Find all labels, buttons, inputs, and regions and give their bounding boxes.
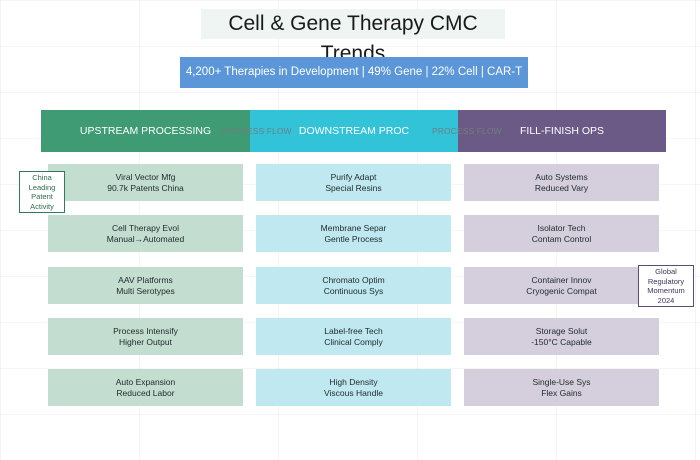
card-subtitle: Reduced Vary: [534, 182, 589, 193]
header-upstream: UPSTREAM PROCESSING: [41, 110, 250, 152]
callout-line: China Leading: [28, 173, 56, 192]
card-title: High Density: [329, 376, 378, 387]
card-title: Process Intensify: [113, 325, 178, 336]
card-subtitle: Higher Output: [119, 336, 172, 347]
card-title: Label-free Tech: [324, 325, 383, 336]
card-subtitle: Manual→Automated: [106, 233, 185, 244]
header-downstream: DOWNSTREAM PROC: [250, 110, 458, 152]
callout-line: Global Regulatory: [647, 267, 685, 286]
card-title: Viral Vector Mfg: [115, 171, 176, 182]
fill-finish-card: Storage Solut -150°C Capable: [464, 318, 659, 355]
card-subtitle: Special Resins: [325, 182, 382, 193]
card-title: Purify Adapt: [330, 171, 377, 182]
upstream-card: AAV Platforms Multi Serotypes: [48, 267, 243, 304]
card-title: Storage Solut: [535, 325, 588, 336]
header-fill-finish: FILL-FINISH OPS: [458, 110, 666, 152]
downstream-card: Label-free Tech Clinical Comply: [256, 318, 451, 355]
card-subtitle: -150°C Capable: [531, 336, 592, 347]
fill-finish-card: Auto Systems Reduced Vary: [464, 164, 659, 201]
card-title: Chromato Optim: [322, 274, 385, 285]
callout-line: Patent Activity: [30, 192, 54, 211]
china-patent-callout: China Leading Patent Activity: [19, 171, 65, 213]
card-title: Auto Systems: [535, 171, 588, 182]
downstream-card: High Density Viscous Handle: [256, 369, 451, 406]
card-title: Container Innov: [531, 274, 592, 285]
card-subtitle: Gentle Process: [324, 233, 383, 244]
card-title: AAV Platforms: [118, 274, 173, 285]
card-subtitle: Viscous Handle: [324, 387, 383, 398]
card-title: Single-Use Sys: [532, 376, 591, 387]
card-title: Membrane Separ: [320, 222, 387, 233]
card-subtitle: Multi Serotypes: [116, 285, 175, 296]
header-downstream-label: DOWNSTREAM PROC: [298, 125, 410, 137]
upstream-card: Cell Therapy Evol Manual→Automated: [48, 215, 243, 252]
fill-finish-card: Isolator Tech Contam Control: [464, 215, 659, 252]
card-title: Isolator Tech: [537, 222, 586, 233]
card-title: Auto Expansion: [115, 376, 176, 387]
card-title: Cell Therapy Evol: [112, 222, 179, 233]
card-subtitle: Continuous Sys: [323, 285, 384, 296]
upstream-card: Auto Expansion Reduced Labor: [48, 369, 243, 406]
card-subtitle: Reduced Labor: [116, 387, 175, 398]
downstream-card: Membrane Separ Gentle Process: [256, 215, 451, 252]
process-flow-label: PROCESS FLOW: [222, 126, 292, 136]
fill-finish-card: Single-Use Sys Flex Gains: [464, 369, 659, 406]
downstream-card: Chromato Optim Continuous Sys: [256, 267, 451, 304]
upstream-card: Viral Vector Mfg 90.7k Patents China: [48, 164, 243, 201]
card-subtitle: Clinical Comply: [324, 336, 383, 347]
callout-line: Momentum 2024: [647, 286, 685, 305]
downstream-card: Purify Adapt Special Resins: [256, 164, 451, 201]
stats-banner: 4,200+ Therapies in Development | 49% Ge…: [180, 57, 528, 109]
upstream-card: Process Intensify Higher Output: [48, 318, 243, 355]
card-subtitle: Flex Gains: [541, 387, 582, 398]
card-subtitle: Cryogenic Compat: [526, 285, 597, 296]
fill-finish-card: Container Innov Cryogenic Compat: [464, 267, 659, 304]
card-subtitle: 90.7k Patents China: [107, 182, 184, 193]
page-title: Cell & Gene Therapy CMC Trends: [201, 9, 505, 65]
card-subtitle: Contam Control: [531, 233, 592, 244]
process-flow-label: PROCESS FLOW: [432, 126, 502, 136]
global-regulatory-callout: Global Regulatory Momentum 2024: [638, 265, 694, 307]
